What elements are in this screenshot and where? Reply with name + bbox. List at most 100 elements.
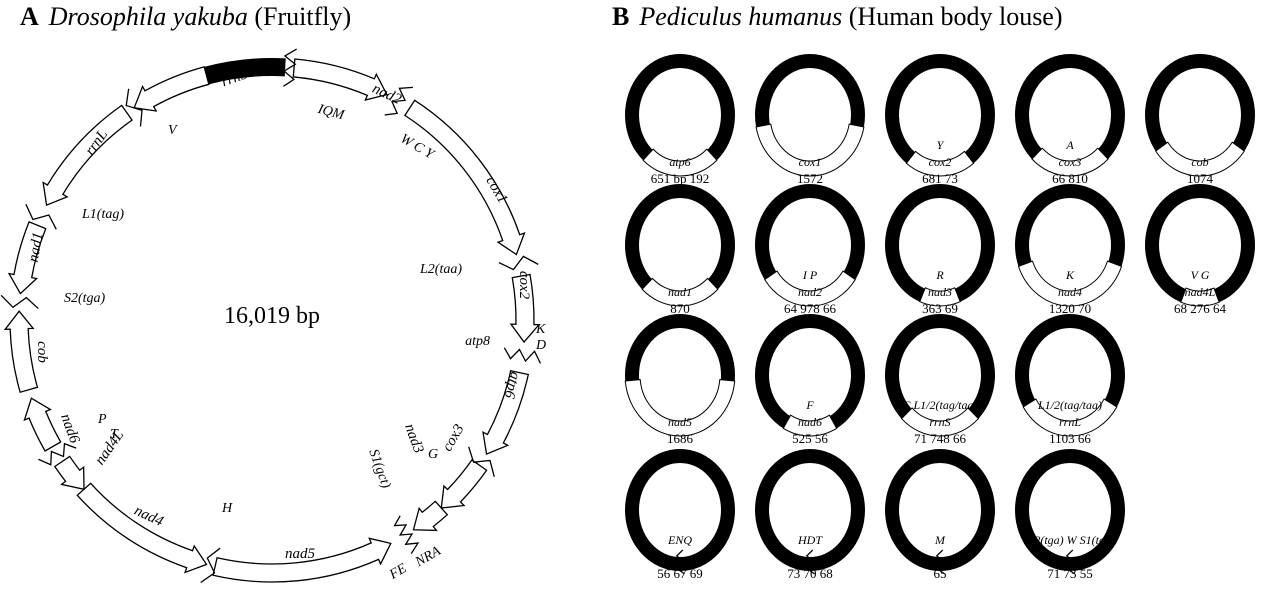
trna-h: [200, 547, 221, 584]
minicircle-14: rrnL L1/2(tag/taa) 1103 66: [1015, 314, 1125, 446]
minicircle-trna-label: A: [1065, 138, 1074, 152]
gene-arrow-cox1: [403, 99, 526, 256]
minicircle-trna-label: Y: [937, 138, 945, 152]
trna-label-nra: NRA: [412, 544, 444, 571]
minicircle-trna-label: S2(tga) W S1(tct): [1028, 533, 1111, 547]
minicircle-size-label: 1103 66: [1049, 431, 1091, 446]
panel-a-letter: A: [20, 2, 39, 31]
gene-arrow-nad4: [76, 482, 208, 574]
gene-arrow-nad3: [412, 500, 449, 532]
minicircle-16: HDT 73 70 68: [755, 449, 865, 581]
gene-arrow-rrns: [133, 66, 210, 112]
trna-cluster: [1064, 549, 1075, 575]
minicircle-size-label: 64 978 66: [784, 301, 837, 316]
minicircle-gene-label: nad3: [928, 285, 952, 299]
minicircle-5: cob 1074: [1145, 54, 1255, 186]
minicircle-9: nad4 K 1320 70: [1015, 184, 1125, 316]
minicircle-4: cox3 A 66 810: [1015, 54, 1125, 186]
gene-label-cox3: cox3: [440, 422, 468, 455]
trna-cluster: [934, 549, 945, 575]
minicircle-trna-label: C L1/2(tag/taa): [902, 398, 977, 412]
minicircle-trna-label: ENQ: [667, 533, 692, 547]
gene-arrow-cox3: [440, 459, 488, 509]
trna-label-s2: S2(tga): [64, 291, 106, 306]
minicircle-trna-label: I P: [802, 268, 818, 282]
minicircle-size-label: 65: [934, 566, 947, 581]
gene-arrow-nad3: [919, 287, 961, 307]
panel-b-species: Pediculus humanus: [639, 2, 843, 31]
gene-arrow-cox3: [1031, 147, 1109, 177]
trna-s2: [0, 294, 39, 310]
noncoding-region: [885, 314, 995, 436]
minicircle-gene-label: cox3: [1059, 155, 1082, 169]
gene-arrow-nad4: [1017, 260, 1123, 307]
noncoding-region: [625, 54, 735, 176]
minicircle-trna-label: HDT: [797, 533, 823, 547]
minicircle-gene-label: atp6: [669, 155, 690, 169]
minicircle-gene-label: nad4: [1058, 285, 1082, 299]
minicircle-trna-label: M: [934, 533, 946, 547]
noncoding-region: [625, 184, 735, 306]
trna-l1: [25, 203, 57, 230]
panel-b-common-name: (Human body louse): [848, 2, 1063, 31]
trna-label-h: H: [221, 501, 233, 516]
gene-arrow-cob: [3, 310, 39, 394]
minicircle-size-label: 66 810: [1052, 171, 1088, 186]
gene-label-cox2: cox2: [516, 271, 532, 300]
gene-label-nad3: nad3: [401, 422, 426, 456]
trna-s1-fenra: [393, 515, 420, 554]
gene-arrow-nad6: [23, 397, 62, 452]
minicircle-size-label: 870: [670, 301, 690, 316]
trna-v: [125, 88, 143, 127]
gene-arrow-cox2: [905, 150, 975, 177]
minicircle-trna-label: K: [1065, 268, 1075, 282]
minicircle-size-label: 71 73 55: [1047, 566, 1093, 581]
trna-l2: [498, 255, 539, 271]
minicircle-gene-label: cox1: [799, 155, 822, 169]
trna-label-l2: L2(taa): [419, 262, 462, 277]
trna-kd: [503, 347, 542, 364]
minicircle-gene-label: cox2: [929, 155, 952, 169]
panel-a-map: 16,019 bp rrnS nad2 cox1 cox2 atp6 cox3 …: [0, 48, 546, 584]
gene-label-atp6: atp6: [501, 370, 523, 400]
panel-a-common-name: (Fruitfly): [254, 2, 352, 31]
minicircle-size-label: 71 748 66: [914, 431, 967, 446]
gene-arrow-nad2: [764, 270, 856, 307]
minicircle-3: cox2 Y 681 73: [885, 54, 995, 186]
gene-label-nad1: nad1: [26, 231, 47, 263]
minicircle-gene-label: nad1: [668, 285, 692, 299]
control-region: [204, 58, 286, 85]
minicircle-size-label: 73 70 68: [787, 566, 833, 581]
gene-label-nad2: nad2: [370, 81, 404, 108]
panel-a-gene-arcs: [0, 48, 542, 584]
trna-label-s1: S1(gct): [365, 447, 393, 490]
minicircle-gene-label: nad6: [798, 415, 822, 429]
trna-label-atp8: atp8: [465, 334, 490, 349]
noncoding-region: [755, 314, 865, 436]
gene-arrow-atp6: [642, 148, 718, 177]
minicircle-gene-label: rrnL: [1059, 415, 1081, 429]
gene-arrow-cob: [1154, 141, 1246, 177]
minicircle-trna-label: F: [805, 398, 814, 412]
minicircle-gene-label: cob: [1191, 155, 1208, 169]
noncoding-region: [885, 54, 995, 176]
gene-arrow-nad4l: [53, 455, 85, 491]
trna-iqm: [283, 48, 297, 87]
minicircle-size-label: 1320 70: [1049, 301, 1091, 316]
minicircle-trna-label: L1/2(tag/taa): [1037, 398, 1102, 412]
gene-arrow-rrnl: [42, 104, 133, 207]
trna-label-t: T: [110, 427, 119, 442]
gene-label-nad6: nad6: [57, 412, 82, 446]
minicircle-size-label: 681 73: [922, 171, 958, 186]
gene-arrow-atp6: [482, 369, 530, 455]
trna-g: [468, 446, 495, 477]
minicircle-size-label: 1074: [1187, 171, 1214, 186]
